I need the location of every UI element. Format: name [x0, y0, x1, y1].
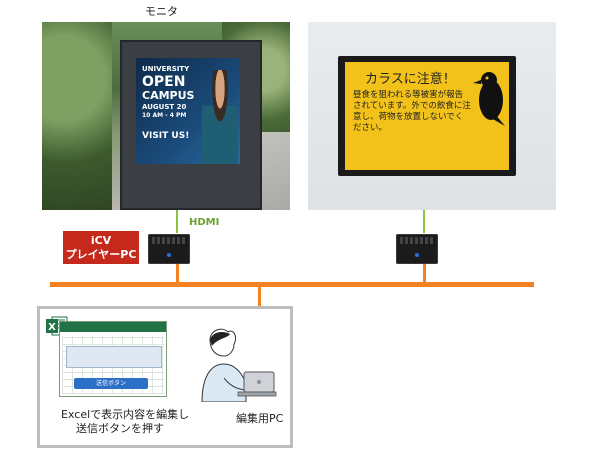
mini-pc-icon [396, 234, 438, 264]
screen-body: 昼食を狙われる等被害が報告されています。外での飲食に注意し、荷物を放置しないでく… [353, 90, 471, 133]
screen-text-date: AUGUST 20 [142, 103, 187, 111]
excel-input-cells [66, 346, 162, 368]
crow-icon [473, 72, 505, 126]
lan-drop-right [423, 264, 426, 284]
player-badge-line1: iCV [90, 234, 112, 247]
screen-text-visit: VISIT US! [142, 131, 190, 141]
screen-text-open: OPEN [142, 74, 186, 90]
monitor-label: モニタ [145, 5, 178, 18]
screen-text-university: UNIVERSITY [142, 65, 190, 73]
tree-left [42, 22, 112, 210]
edit-pc-label: 編集用PC [236, 412, 284, 425]
excel-caption-line1: Excelで表示内容を編集し [61, 408, 190, 421]
monitor-screen: カラスに注意！ 昼食を狙われる等被害が報告されています。外での飲食に注意し、荷物… [345, 62, 509, 170]
send-button[interactable]: 送信ボタン [74, 378, 148, 389]
excel-caption-line2: 送信ボタンを押す [76, 422, 164, 435]
hdmi-cable-right [423, 210, 425, 233]
player-badge-line2: プレイヤーPC [65, 248, 137, 261]
svg-text:X: X [48, 322, 56, 333]
screen-text-campus: CAMPUS [142, 89, 195, 102]
lan-drop-left [176, 264, 179, 284]
lan-backbone [50, 282, 534, 287]
indoor-monitor-photo: カラスに注意！ 昼食を狙われる等被害が報告されています。外での飲食に注意し、荷物… [308, 22, 556, 210]
person-laptop-icon [201, 328, 277, 402]
mini-pc-icon [148, 234, 190, 264]
player-pc-badge: iCV プレイヤーPC [63, 231, 139, 264]
outdoor-signage-photo: UNIVERSITY OPEN CAMPUS AUGUST 20 10 AM -… [42, 22, 290, 210]
hdmi-cable-left [176, 210, 178, 233]
hdmi-label: HDMI [189, 217, 220, 228]
screen-title: カラスに注意！ [365, 72, 456, 87]
excel-ribbon [60, 322, 166, 332]
screen-text-time: 10 AM - 4 PM [142, 112, 187, 119]
screen-person-image [202, 70, 238, 164]
